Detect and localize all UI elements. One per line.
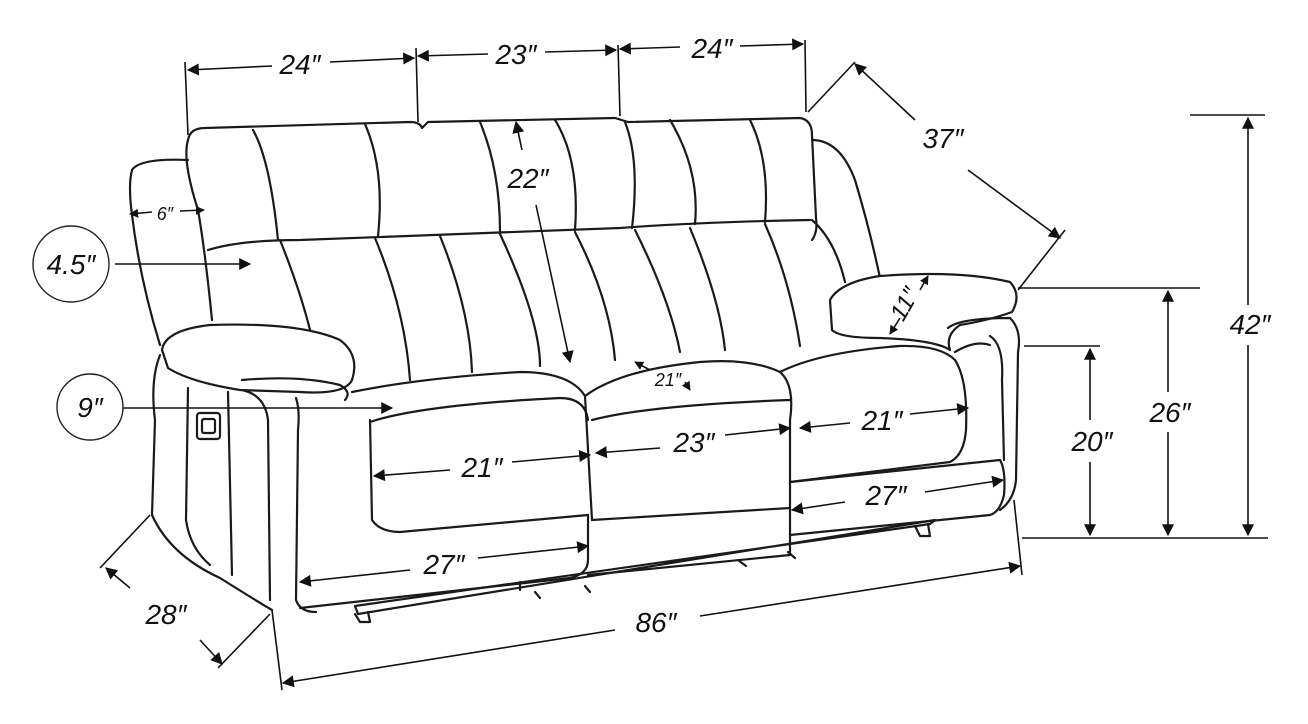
seat-width-right-label: 21″ <box>860 405 903 436</box>
back-height-label: 22″ <box>506 163 549 194</box>
sofa-drawing <box>128 116 1021 624</box>
cushion-thickness-label: 9″ <box>77 392 104 423</box>
seat-width-left-label: 21″ <box>460 452 503 483</box>
back-width-center-label: 23″ <box>494 39 537 70</box>
arm-width-label: 6″ <box>157 204 174 224</box>
side-depth-label: 28″ <box>144 599 187 630</box>
footrest-width-right-label: 27″ <box>864 480 907 511</box>
cushion-thickness-callout <box>56 373 124 441</box>
overall-width-label: 86″ <box>635 607 677 638</box>
seat-width-center-label: 23″ <box>672 427 715 458</box>
pillow-thickness-callout <box>32 225 110 303</box>
pillow-thickness-label: 4.5″ <box>47 249 97 280</box>
depth-diagonal-label: 37″ <box>922 123 964 154</box>
seat-depth-center-label: 21″ <box>654 370 682 390</box>
seat-height-label: 20″ <box>1070 426 1113 457</box>
back-width-right-label: 24″ <box>690 33 733 64</box>
footrest-width-left-label: 27″ <box>422 549 465 580</box>
dimension-lines <box>99 38 1268 691</box>
back-width-left-label: 24″ <box>278 49 321 80</box>
arm-height-label: 26″ <box>1148 397 1191 428</box>
overall-height-label: 42″ <box>1229 309 1271 340</box>
